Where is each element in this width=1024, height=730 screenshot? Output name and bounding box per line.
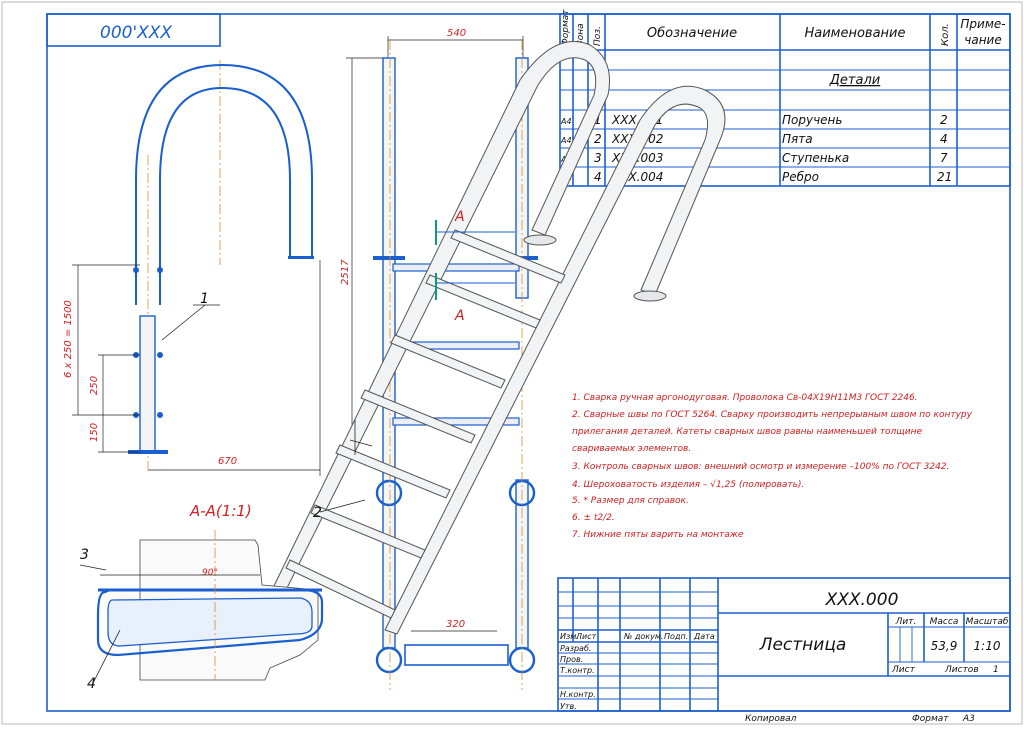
hdr-pos: Поз. (593, 26, 603, 46)
role-label-developer: Разраб. (560, 644, 591, 653)
svg-text:7: 7 (940, 151, 948, 165)
footer-format-value: А3 (962, 714, 975, 724)
dim-base: 320 (446, 619, 465, 630)
svg-text:2: 2 (940, 113, 948, 127)
hdr-name: Наименование (804, 26, 905, 41)
svg-text:4: 4 (940, 132, 948, 146)
title-block (557, 577, 1011, 712)
svg-text:4: 4 (594, 170, 602, 184)
svg-text:2: 2 (594, 132, 602, 146)
svg-text:21: 21 (937, 170, 952, 184)
footer-format-label: Формат (912, 714, 949, 724)
hdr-designation: Обозначение (647, 26, 737, 41)
title-scale: 1:10 (974, 639, 1001, 653)
spec-row: А4 2 XXX.002 Пята 4 (560, 132, 948, 146)
title-lit-label: Лит. (895, 617, 917, 627)
stamp-code: 000'XXX (100, 23, 172, 43)
role-label-norm: Н.контр. (560, 690, 596, 699)
title-sheet-label: Лист (891, 665, 916, 675)
cut-label-bottom: A (454, 308, 465, 324)
col-label-change: Изм. (560, 632, 579, 641)
title-product-name: Лестница (759, 635, 847, 655)
leader-pos-3: 3 (80, 547, 89, 563)
note-line: 7. Нижние пяты варить на монтаже (572, 530, 744, 540)
svg-text:Ребро: Ребро (782, 170, 819, 184)
title-mass-label: Масса (930, 617, 959, 627)
title-scale-label: Масштаб (966, 617, 1009, 627)
dim-bottom: 150 (89, 423, 100, 442)
svg-text:Пята: Пята (782, 132, 813, 146)
svg-text:3: 3 (594, 151, 602, 165)
section-details: Детали (829, 73, 880, 88)
section-title: А-А(1:1) (189, 502, 252, 520)
note-line: 5. * Размер для справок. (572, 496, 689, 506)
col-label-sheet: Лист (575, 632, 597, 641)
note-line: 3. Контроль сварных швов: внешний осмотр… (572, 462, 949, 472)
leader-pos-2: 2 (313, 505, 322, 521)
role-label-tech: Т.контр. (560, 666, 595, 675)
title-sheets-label: Листов (944, 665, 979, 675)
leader-pos-1: 1 (200, 291, 209, 307)
dim-depth: 670 (218, 456, 237, 467)
col-label-sign: Подп. (664, 632, 688, 641)
tech-notes: 1. Сварка ручная аргонодуговая. Проволок… (572, 393, 973, 540)
drawing-frame (46, 13, 1011, 712)
hdr-note-2: чание (964, 33, 1001, 47)
hdr-format: Формат (561, 9, 571, 46)
note-line: 1. Сварка ручная аргонодуговая. Проволок… (572, 393, 918, 403)
title-doc-code: XXX.000 (825, 590, 899, 610)
title-sheets: 1 (993, 665, 999, 675)
hdr-note-1: Приме- (960, 17, 1005, 31)
dim-width-top: 540 (447, 28, 466, 39)
role-label-approve: Утв. (560, 702, 577, 711)
note-line: 6. ± t2/2. (572, 513, 615, 523)
section-a-a (79, 530, 324, 686)
svg-text:1: 1 (594, 113, 602, 127)
note-line: прилегания деталей. Катеты сварных швов … (572, 427, 922, 437)
hdr-zone: Зона (576, 23, 586, 46)
note-line: 4. Шероховатость изделия – √1,25 (полиро… (572, 479, 804, 490)
col-label-date: Дата (693, 632, 715, 641)
title-mass: 53,9 (931, 639, 958, 653)
side-view-handrail (72, 60, 321, 476)
svg-text:А4: А4 (560, 117, 572, 126)
isometric-ladder (271, 41, 726, 635)
dim-step: 250 (89, 376, 100, 395)
dim-height: 2517 (340, 259, 351, 285)
dim-step-span: 6 x 250 = 1500 (63, 300, 74, 378)
dim-angle: 90° (202, 568, 218, 578)
cut-label-top: A (454, 209, 465, 225)
note-line: 2. Сварные швы по ГОСТ 5264. Сварку прои… (572, 410, 973, 420)
svg-text:А4: А4 (560, 136, 572, 145)
hdr-qty: Кол. (940, 23, 951, 46)
role-label-checker: Пров. (560, 655, 583, 664)
spec-row: А4 1 XXX.001 Поручень 2 (560, 113, 948, 127)
leader-pos-4: 4 (87, 676, 96, 692)
note-line: свариваемых элементов. (572, 444, 691, 454)
col-label-doc: № докум. (623, 632, 663, 641)
svg-text:Поручень: Поручень (782, 113, 842, 127)
stamp-box (46, 13, 221, 47)
svg-text:Ступенька: Ступенька (782, 151, 849, 165)
footer-copied: Копировал (745, 714, 797, 724)
